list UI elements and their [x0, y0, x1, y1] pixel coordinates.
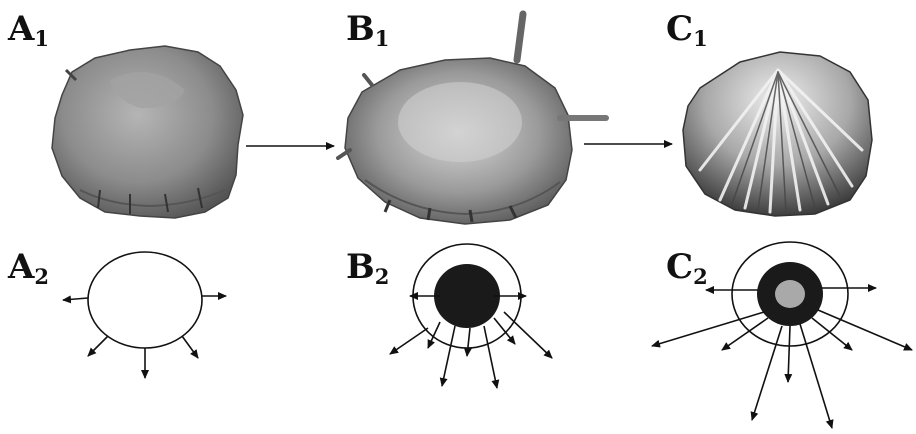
schematic-a2 — [63, 252, 226, 378]
growth-arrow-a2-lower-right — [182, 336, 198, 358]
growth-arrow-a2-lower-left — [88, 336, 108, 356]
specimen-b1-image — [338, 14, 606, 224]
schematic-c2 — [652, 242, 912, 428]
schematic-b2 — [390, 244, 552, 388]
specimen-c1-image — [683, 52, 872, 216]
growth-arrow-b2-7 — [504, 312, 552, 358]
outer-ring-a2 — [88, 252, 202, 348]
growth-arrow-b2-1 — [390, 328, 428, 354]
growth-arrow-a2-left — [63, 298, 88, 300]
specimen-a1-image — [52, 46, 243, 218]
dark-core-b2 — [434, 264, 500, 328]
grey-center-c2 — [775, 280, 805, 308]
